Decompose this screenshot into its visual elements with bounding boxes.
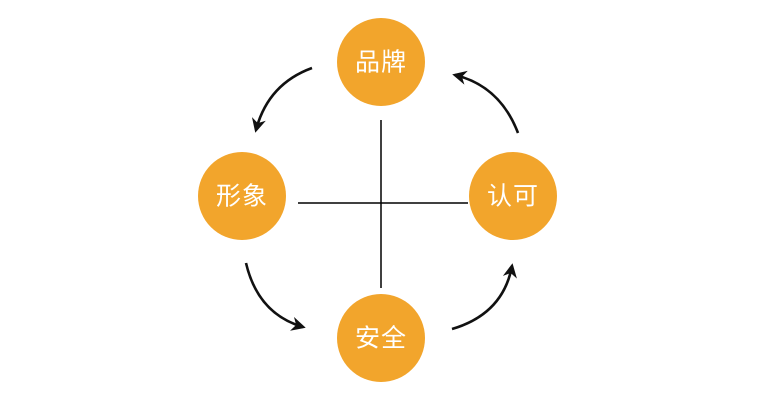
node-bottom: 安全: [337, 294, 425, 382]
node-left-circle: [198, 152, 286, 240]
node-bottom-label: 安全: [355, 324, 407, 353]
node-left: 形象: [198, 152, 286, 240]
node-top: 品牌: [337, 18, 425, 106]
center-cross: [298, 120, 468, 288]
node-top-circle: [337, 18, 425, 106]
arrow-left-to-bottom: [244, 262, 306, 331]
node-right-label: 认可: [487, 182, 539, 211]
node-right: 认可: [469, 152, 557, 240]
arrow-top-to-left: [251, 66, 313, 133]
cycle-arrows: [244, 66, 520, 331]
node-right-circle: [469, 152, 557, 240]
arrow-right-to-top: [452, 70, 520, 134]
node-left-label: 形象: [216, 182, 268, 211]
arrow-bottom-to-right: [451, 263, 517, 331]
node-top-label: 品牌: [355, 48, 407, 77]
node-bottom-circle: [337, 294, 425, 382]
